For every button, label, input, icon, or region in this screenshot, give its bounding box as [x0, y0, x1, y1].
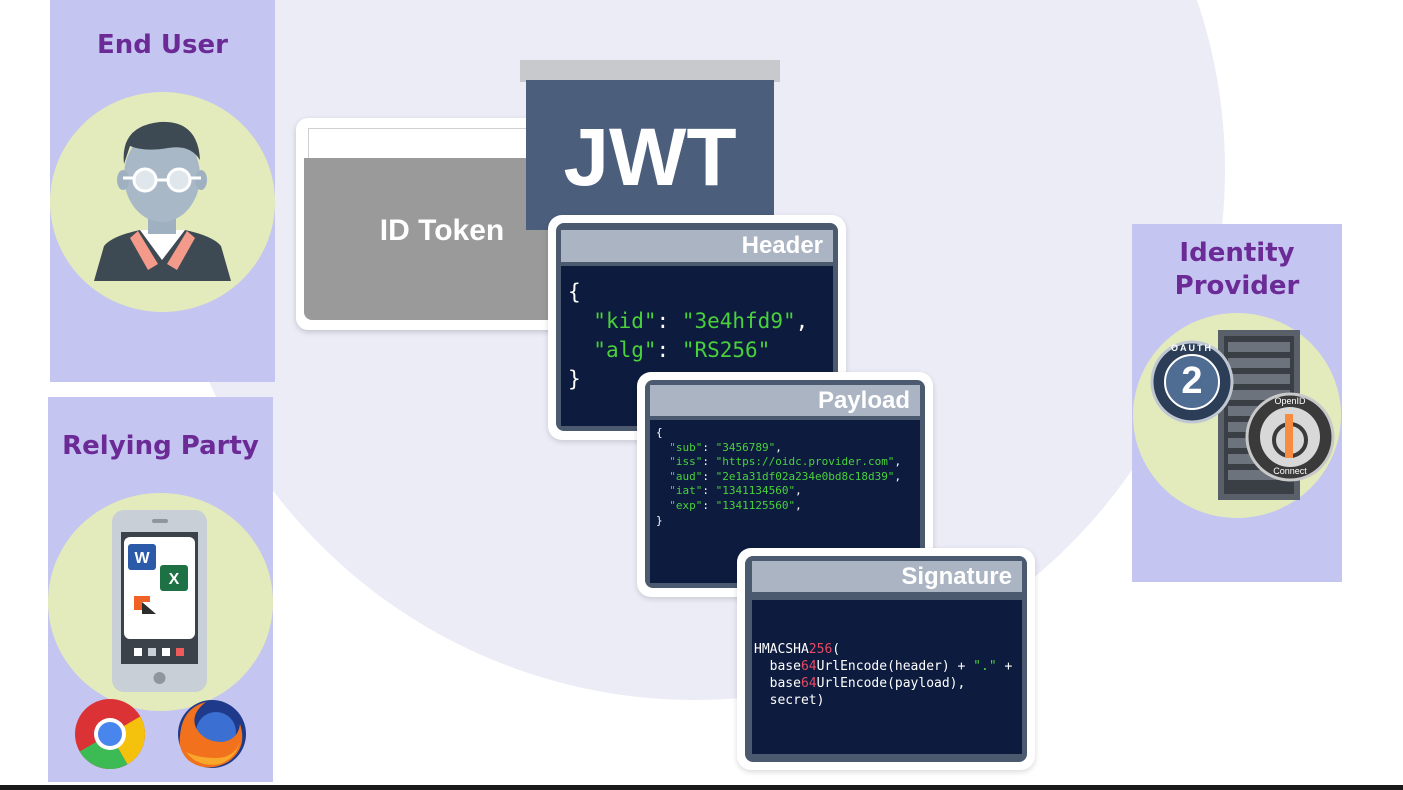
jwt-block [526, 80, 774, 230]
openid-connect-badge: OpenID Connect [1245, 392, 1335, 482]
header-card-title: Header [561, 230, 833, 262]
signature-card: Signature HMACSHA256( base64UrlEncode(he… [737, 548, 1035, 770]
jwt-label: JWT [563, 112, 737, 203]
end-user-title: End User [97, 30, 228, 60]
signature-l4: secret) [769, 693, 825, 708]
oauth-label: OAUTH [1171, 343, 1213, 353]
signature-l3-call: UrlEncode(payload), [816, 676, 966, 691]
header-open-brace: { [568, 280, 581, 304]
chrome-icon[interactable] [74, 698, 146, 770]
payload-open-brace: { [656, 426, 663, 439]
header-close-brace: } [568, 367, 581, 391]
signature-l2-call: UrlEncode(header) + [816, 659, 974, 674]
signature-card-title: Signature [752, 561, 1022, 592]
firefox-icon[interactable] [176, 698, 248, 770]
id-token-label: ID Token [379, 214, 505, 247]
header-alg-value: "RS256" [681, 338, 771, 362]
payload-key: "exp" [669, 498, 703, 512]
signature-l2-dot: "." [973, 659, 997, 674]
signature-l3-base: base [769, 676, 801, 691]
signature-l2-num: 64 [800, 659, 817, 674]
payload-key: "iss" [669, 455, 703, 469]
payload-value: "3456789" [715, 440, 776, 454]
payload-key: "iat" [669, 484, 703, 498]
payload-key: "sub" [669, 440, 703, 454]
payload-value: "2e1a31df02a234e0bd8c18d39" [715, 469, 895, 483]
signature-fn-num: 256 [808, 642, 833, 657]
id-token-titlebar [308, 128, 553, 160]
identity-provider-title-line2: Provider [1174, 271, 1300, 301]
payload-close-brace: } [656, 513, 663, 527]
id-token-card: ID Token [296, 118, 561, 330]
signature-code: HMACSHA256( base64UrlEncode(header) + ".… [752, 600, 1022, 754]
jwt-topbar [520, 60, 780, 82]
oauth2-number: 2 [1181, 360, 1203, 402]
payload-card-title: Payload [650, 385, 920, 416]
openid-label: OpenID [1274, 396, 1306, 406]
signature-l2-base: base [769, 659, 801, 674]
relying-party-title: Relying Party [62, 431, 259, 461]
oauth2-badge: 2 OAUTH [1150, 340, 1234, 424]
bottom-bar [0, 785, 1403, 790]
signature-fn-name: HMACSHA [754, 642, 809, 657]
id-token-body [304, 158, 557, 320]
header-kid-value: "3e4hfd9" [681, 309, 796, 333]
signature-fn-paren: ( [832, 642, 841, 657]
payload-value: "1341125560" [715, 498, 796, 512]
payload-key: "aud" [669, 469, 703, 483]
payload-card: Payload { "sub": "3456789", "iss": "http… [637, 372, 933, 597]
connect-label: Connect [1273, 466, 1307, 476]
header-alg-key: "alg" [593, 338, 657, 362]
svg-text:X: X [169, 571, 180, 588]
header-kid-key: "kid" [593, 309, 657, 333]
signature-l3-num: 64 [800, 676, 817, 691]
identity-provider-title-line1: Identity [1179, 238, 1295, 268]
payload-value: "https://oidc.provider.com" [715, 455, 895, 469]
payload-value: "1341134560" [715, 484, 796, 498]
signature-l2-plus: + [996, 659, 1013, 674]
svg-text:W: W [134, 550, 150, 567]
user-avatar-icon [94, 121, 231, 281]
smartphone-icon: W X [112, 510, 207, 692]
